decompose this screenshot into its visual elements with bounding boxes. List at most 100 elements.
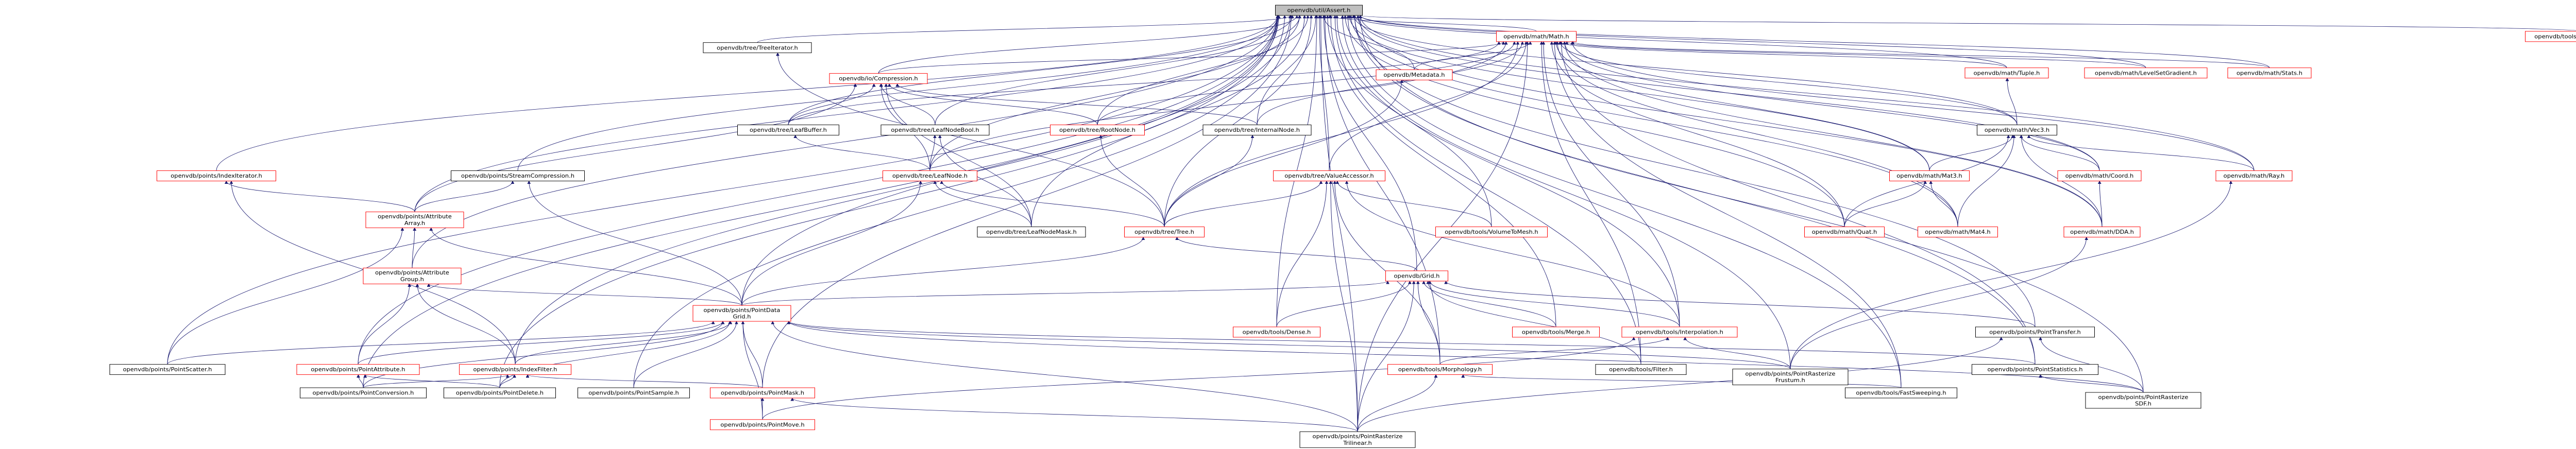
node-pmask[interactable]: openvdb/points/PointMask.h: [710, 387, 815, 399]
node-label: openvdb/tree/TreeIterator.h: [717, 45, 798, 51]
node-box: [1275, 5, 1363, 16]
node-pattr[interactable]: openvdb/points/PointAttribute.h: [296, 364, 420, 375]
node-coord[interactable]: openvdb/math/Coord.h: [2057, 170, 2142, 181]
node-mat4[interactable]: openvdb/math/Mat4.h: [1918, 227, 1998, 237]
node-label: openvdb/points/PointSample.h: [588, 390, 679, 396]
edge-iocomp-includes-root: [878, 15, 1297, 74]
node-psample[interactable]: openvdb/points/PointSample.h: [578, 387, 690, 399]
node-label: openvdb/math/Math.h: [1503, 33, 1569, 40]
node-tuple[interactable]: openvdb/math/Tuple.h: [1964, 67, 2049, 79]
node-label: openvdb/points/PointConversion.h: [313, 390, 414, 396]
edge-quat-includes-math: [1552, 42, 1845, 227]
edge-leafnode-includes-leafbool: [929, 135, 935, 171]
node-mat3[interactable]: openvdb/math/Mat3.h: [1889, 170, 1970, 181]
node-ray[interactable]: openvdb/math/Ray.h: [2215, 170, 2293, 181]
edge-tuple-includes-root: [1353, 15, 2007, 68]
node-label: openvdb/points/PointRasterize: [1745, 371, 1836, 377]
node-label: openvdb/tools/FastSweeping.h: [1856, 390, 1946, 396]
node-label: openvdb/points/PointScatter.h: [123, 367, 212, 373]
node-valueacc[interactable]: openvdb/tree/ValueAccessor.h: [1273, 170, 1385, 181]
edge-pmask-includes-pdgrid: [743, 321, 763, 388]
edge-pdgrid-includes-root: [741, 15, 1290, 306]
node-scatter[interactable]: openvdb/points/PointScatter.h: [109, 364, 226, 375]
node-interp[interactable]: openvdb/tools/Interpolation.h: [1621, 326, 1738, 338]
node-label: Grid.h: [733, 314, 751, 320]
edge-attrgroup-includes-attrarray: [412, 228, 415, 268]
node-label: openvdb/points/Attribute: [375, 270, 449, 276]
node-grid[interactable]: openvdb/Grid.h: [1385, 270, 1448, 282]
node-merge[interactable]: openvdb/tools/Merge.h: [1512, 326, 1600, 338]
node-stats[interactable]: openvdb/math/Stats.h: [2227, 67, 2312, 79]
edge-pstats-includes-math: [1561, 42, 2036, 365]
edge-pconv-includes-root: [363, 15, 1278, 388]
node-quat[interactable]: openvdb/math/Quat.h: [1804, 227, 1885, 237]
edge-pattr-includes-root: [358, 15, 1278, 365]
edge-attrarray-includes-indexiter: [226, 181, 415, 212]
node-fastsweep[interactable]: openvdb/tools/FastSweeping.h: [1845, 387, 1957, 399]
node-indexiter[interactable]: openvdb/points/IndexIterator.h: [157, 170, 276, 181]
edge-pdgrid-includes-leafnode: [741, 181, 921, 306]
node-meshtovol[interactable]: openvdb/tools/MeshToVolume.h: [2525, 31, 2576, 42]
node-dense[interactable]: openvdb/tools/Dense.h: [1233, 326, 1320, 338]
edge-sdf-includes-root: [1360, 15, 2144, 393]
edge-trilinear-includes-valueacc: [1331, 181, 1358, 432]
node-morph[interactable]: openvdb/tools/Morphology.h: [1387, 364, 1493, 375]
node-pconv[interactable]: openvdb/points/PointConversion.h: [300, 387, 427, 399]
node-filter[interactable]: openvdb/tools/Filter.h: [1595, 364, 1687, 375]
graph-nodes: openvdb/util/Assert.h openvdb/math/Math.h…: [109, 5, 2576, 448]
node-label: openvdb/util/Assert.h: [1287, 7, 1351, 13]
edge-metadata-includes-math: [1414, 41, 1530, 70]
node-leafmask[interactable]: openvdb/tree/LeafNodeMask.h: [977, 227, 1086, 237]
edge-merge-includes-root: [1331, 15, 1556, 327]
node-math[interactable]: openvdb/math/Math.h: [1496, 31, 1577, 42]
node-box: [1050, 125, 1145, 135]
edge-sdf-includes-pstats: [2041, 374, 2144, 393]
node-label: openvdb/points/PointDelete.h: [456, 390, 544, 396]
node-vec3[interactable]: openvdb/math/Vec3.h: [1977, 125, 2057, 135]
node-streamcomp[interactable]: openvdb/points/StreamCompression.h: [451, 170, 585, 181]
edge-frustum-includes-pdgrid: [789, 321, 1791, 369]
node-pmove[interactable]: openvdb/points/PointMove.h: [710, 419, 815, 430]
node-box: [1496, 31, 1577, 42]
node-tree[interactable]: openvdb/tree/Tree.h: [1124, 227, 1205, 237]
node-idxfilter[interactable]: openvdb/points/IndexFilter.h: [459, 364, 571, 375]
node-label: openvdb/tools/Filter.h: [1609, 367, 1673, 373]
edge-fastsweep-includes-math: [1554, 42, 1902, 388]
node-leafnode[interactable]: openvdb/tree/LeafNode.h: [883, 170, 977, 181]
node-transfer[interactable]: openvdb/points/PointTransfer.h: [1975, 326, 2095, 338]
edge-stats-includes-math: [1573, 41, 2270, 68]
node-label: openvdb/math/Ray.h: [2224, 173, 2285, 179]
node-pstats[interactable]: openvdb/points/PointStatistics.h: [1972, 364, 2098, 375]
node-pdelete[interactable]: openvdb/points/PointDelete.h: [444, 387, 556, 399]
edge-grid-includes-tree: [1177, 237, 1417, 271]
node-dda[interactable]: openvdb/math/DDA.h: [2063, 227, 2141, 237]
node-leafbool[interactable]: openvdb/tree/LeafNodeBool.h: [880, 125, 990, 135]
node-label: Trilinear.h: [1343, 440, 1372, 446]
node-root[interactable]: openvdb/util/Assert.h: [1275, 5, 1363, 16]
edge-attrarray-includes-iocomp: [414, 84, 855, 212]
edge-psample-includes-root: [633, 15, 1285, 388]
node-treeiter[interactable]: openvdb/tree/TreeIterator.h: [703, 42, 812, 54]
node-label: openvdb/tree/LeafNodeMask.h: [986, 229, 1077, 235]
node-leafbuf[interactable]: openvdb/tree/LeafBuffer.h: [737, 125, 839, 135]
node-internal[interactable]: openvdb/tree/InternalNode.h: [1202, 125, 1312, 135]
edge-idxfilter-includes-pdgrid: [515, 321, 731, 365]
edge-mat4-includes-vec3: [1957, 135, 2014, 227]
node-voltomesh[interactable]: openvdb/tools/VolumeToMesh.h: [1435, 227, 1548, 237]
node-label: openvdb/math/Quat.h: [1812, 229, 1877, 235]
edge-trilinear-includes-root: [1321, 15, 1358, 432]
edge-treeiter-includes-root: [757, 15, 1291, 43]
node-lcg[interactable]: openvdb/math/LevelSetGradient.h: [2084, 67, 2208, 79]
node-metadata[interactable]: openvdb/Metadata.h: [1376, 69, 1453, 80]
node-iocomp[interactable]: openvdb/io/Compression.h: [829, 73, 928, 84]
node-box: [710, 387, 815, 399]
node-box: [1918, 227, 1998, 237]
node-rootnode[interactable]: openvdb/tree/RootNode.h: [1050, 125, 1145, 135]
